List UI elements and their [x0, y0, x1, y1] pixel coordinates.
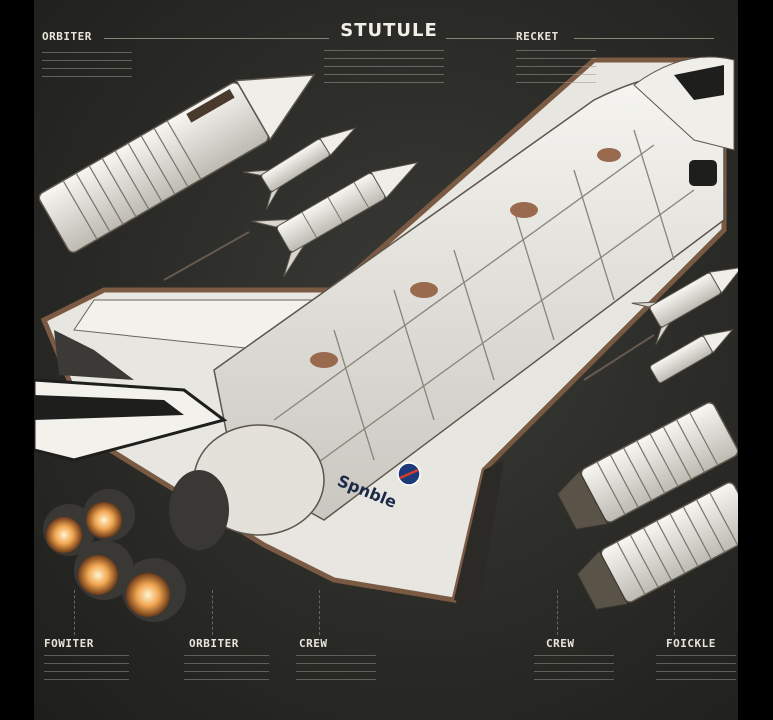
label-bottom-3: CREW — [299, 637, 328, 650]
poster: STUTULE ORBITER RECKET FOWITER ORBITER C… — [34, 0, 738, 720]
engine-nozzles — [43, 489, 186, 622]
leader-line — [319, 590, 320, 635]
label-top-left: ORBITER — [42, 30, 92, 43]
missile-3 — [631, 266, 738, 346]
label-bottom-4: CREW — [546, 637, 575, 650]
booster-top-left — [38, 74, 316, 253]
missile-4 — [649, 329, 734, 384]
missile-1 — [243, 127, 357, 210]
filler-text-block — [656, 655, 736, 685]
missile-2 — [251, 161, 419, 277]
label-bottom-5: FOICKLE — [666, 637, 716, 650]
filler-text-block — [516, 50, 596, 88]
header-rule-mid — [446, 38, 516, 39]
illustration — [34, 56, 738, 622]
header-rule-left — [104, 38, 329, 39]
booster-right-1 — [556, 402, 738, 530]
filler-text-block — [42, 52, 132, 82]
shuttle — [34, 56, 735, 605]
filler-text-block — [296, 655, 376, 685]
label-bottom-1: FOWITER — [44, 637, 94, 650]
filler-text-block — [534, 655, 614, 685]
filler-text-block — [184, 655, 269, 685]
leader-line — [74, 590, 75, 635]
page-title: STUTULE — [340, 20, 438, 41]
filler-text-block — [324, 50, 444, 88]
booster-right-2 — [576, 482, 738, 610]
label-bottom-2: ORBITER — [189, 637, 239, 650]
label-top-right: RECKET — [516, 30, 559, 43]
leader-line — [212, 590, 213, 635]
filler-text-block — [44, 655, 129, 685]
leader-line — [557, 590, 558, 635]
leader-line — [674, 590, 675, 635]
header-rule-right — [574, 38, 714, 39]
